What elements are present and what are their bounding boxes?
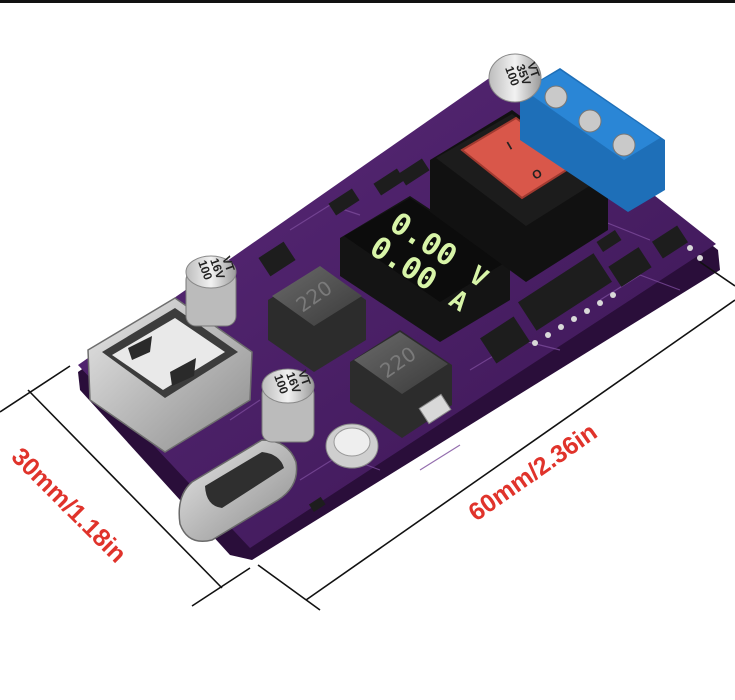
capacitor-bottom: 100 16V VT: [261, 368, 315, 443]
dim-length-right-extension: [699, 261, 735, 287]
ic-chip: [518, 253, 612, 331]
width-dimension-label: 30mm/1.18in: [6, 442, 132, 568]
pcb-pins: [532, 245, 703, 346]
capacitor-top: 100 35V VT: [488, 53, 543, 103]
switch-on-symbol: I: [505, 139, 515, 153]
smd-components: [230, 158, 689, 513]
inductor-1: 220: [268, 266, 366, 372]
usb-c-port: [178, 439, 298, 542]
dimension-lines: [0, 261, 735, 611]
potentiometer: [325, 423, 379, 469]
svg-text:VT: VT: [219, 254, 238, 274]
svg-text:VT: VT: [295, 368, 314, 388]
capacitor-left: 100 16V VT: [185, 254, 238, 327]
led-display: 0.00 V 0.00 A: [340, 196, 510, 342]
small-inductor-tab: [418, 393, 452, 425]
top-border: [0, 0, 735, 3]
svg-text:VT: VT: [524, 60, 543, 80]
dim-length-line: [305, 299, 735, 601]
dim-width-top-extension: [0, 365, 71, 413]
svg-text:16V: 16V: [207, 256, 227, 281]
svg-text:100: 100: [271, 372, 291, 396]
svg-text:100: 100: [195, 258, 215, 282]
svg-text:100: 100: [502, 64, 522, 88]
terminal-block: [520, 68, 665, 212]
dim-length-left-extension: [257, 564, 321, 611]
dim-width-line: [27, 389, 223, 589]
svg-text:16V: 16V: [283, 370, 303, 395]
length-dimension-label: 60mm/2.36in: [463, 418, 602, 527]
svg-text:35V: 35V: [513, 62, 533, 87]
usb-a-port: [87, 297, 253, 453]
